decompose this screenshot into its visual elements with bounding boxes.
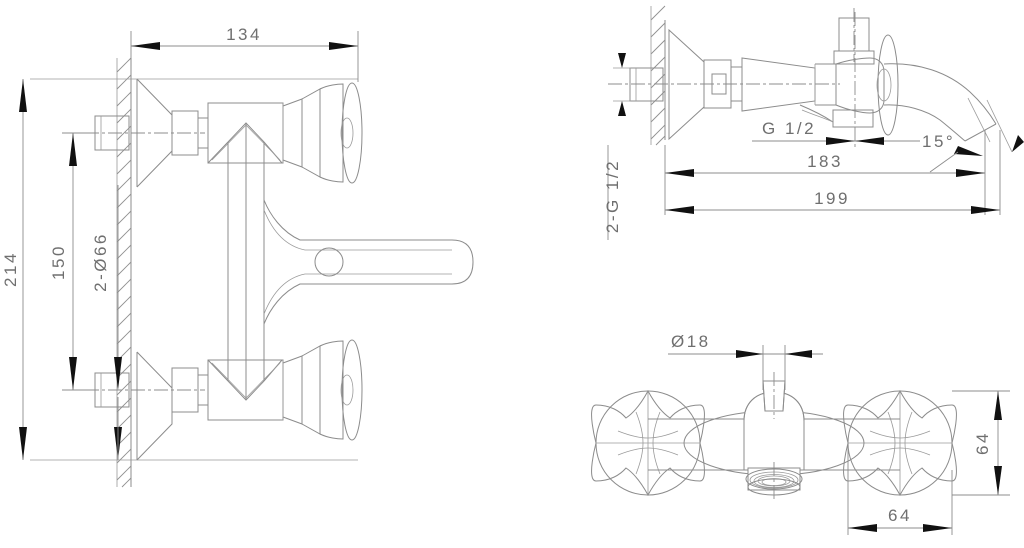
side-cross-handle <box>835 12 899 150</box>
dim-150: 150 <box>49 132 86 391</box>
bottom-diverter-stem <box>762 372 786 419</box>
note-2g-half-label: 2-G 1/2 <box>603 159 622 233</box>
dim-134: 134 <box>130 25 359 82</box>
dim-64-vertical: 64 <box>952 390 1010 496</box>
note-2g-half: 2-G 1/2 <box>603 145 622 240</box>
side-outlet-block <box>799 104 874 128</box>
bottom-right-handle <box>843 389 957 497</box>
dim-phi-18-label: Ø18 <box>671 332 711 351</box>
front-lower-escutcheon <box>136 351 209 461</box>
dim-214-label: 214 <box>1 251 20 287</box>
dim-134-label: 134 <box>226 25 262 44</box>
front-upper-escutcheon <box>136 78 209 188</box>
front-spout <box>263 199 474 325</box>
dim-2-phi-66: 2-Ø66 <box>91 185 122 460</box>
angle-15-label: 15° <box>922 132 955 151</box>
side-tapered-body <box>741 57 837 112</box>
dim-64-vertical-label: 64 <box>973 431 992 455</box>
dim-183: 183 <box>664 130 986 215</box>
bottom-left-handle <box>591 389 705 497</box>
bottom-center-body <box>648 391 900 476</box>
side-diverter-stem <box>833 8 875 65</box>
dim-150-label: 150 <box>49 244 68 280</box>
dim-phi-18: Ø18 <box>668 332 823 390</box>
dim-214: 214 <box>1 79 27 460</box>
dim-2-phi-66-label: 2-Ø66 <box>91 232 110 292</box>
front-view: 134 214 150 2-Ø66 <box>1 25 474 488</box>
side-view: G 1/2 2-G 1/2 15° 183 <box>603 5 1024 240</box>
note-g-half-label: G 1/2 <box>762 119 816 138</box>
bottom-aerator <box>745 462 803 502</box>
bottom-view: Ø18 64 64 <box>591 332 1010 535</box>
front-center-body <box>207 122 283 401</box>
dim-183-label: 183 <box>807 152 843 171</box>
note-g-half: G 1/2 <box>752 119 855 142</box>
dim-64-horizontal-label: 64 <box>888 506 912 525</box>
front-upper-handle <box>319 82 363 184</box>
dim-199: 199 <box>665 130 1001 215</box>
side-escutcheon <box>668 28 705 141</box>
dim-199-label: 199 <box>814 189 850 208</box>
dim-64-horizontal: 64 <box>847 443 953 535</box>
side-spout-curve <box>883 63 1013 153</box>
angle-15: 15° <box>826 132 1024 173</box>
front-lower-handle <box>319 339 363 441</box>
side-inlet-square <box>608 53 840 116</box>
